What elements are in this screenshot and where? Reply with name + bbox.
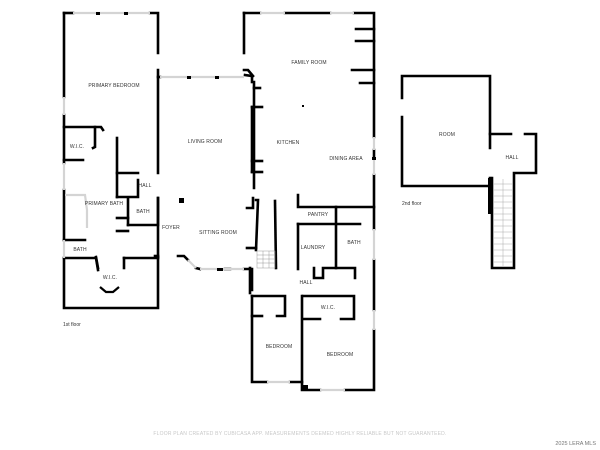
- room-label-hall-2: HALL: [299, 280, 313, 286]
- floor-label-2nd: 2nd floor: [402, 201, 422, 207]
- room-label-wic-3: W.I.C.: [320, 305, 336, 311]
- room-label-bath-2: BATH: [73, 247, 87, 253]
- first-floor-stairs: [256, 250, 276, 269]
- closet-shelf: [99, 286, 120, 294]
- copyright-notice: 2025 LERA MLS: [555, 441, 596, 447]
- room-label-living-room: LIVING ROOM: [187, 139, 223, 145]
- room-label-dining-area: DINING AREA: [329, 156, 363, 162]
- room-label-wic-primary: W.I.C.: [69, 144, 85, 150]
- first-floor-windows: [62, 11, 376, 392]
- room-label-bedroom-2: BEDROOM: [326, 352, 354, 358]
- room-label-laundry: LAUNDRY: [300, 245, 326, 251]
- room-label-family-room: FAMILY ROOM: [291, 60, 327, 66]
- room-label-room: ROOM: [439, 132, 455, 138]
- room-label-wic-2: W.I.C.: [102, 275, 118, 281]
- room-label-kitchen: KITCHEN: [276, 140, 300, 146]
- room-label-bath: BATH: [136, 209, 150, 215]
- first-floor-walls: [62, 11, 376, 392]
- room-label-hall: HALL: [138, 183, 152, 189]
- room-label-bath-3: BATH: [347, 240, 361, 246]
- room-label-bedroom-1: BEDROOM: [265, 344, 293, 350]
- disclaimer-footer: FLOOR PLAN CREATED BY CUBICASA APP. MEAS…: [153, 431, 447, 437]
- room-label-foyer: FOYER: [162, 225, 180, 231]
- second-floor-stairs: [493, 179, 513, 266]
- stair-rail: [488, 178, 491, 214]
- room-label-primary-bedroom: PRIMARY BEDROOM: [88, 83, 140, 89]
- room-label-pantry: PANTRY: [307, 212, 329, 218]
- window-mullions: [96, 12, 376, 391]
- room-label-primary-bath: PRIMARY BATH: [84, 201, 124, 207]
- room-label-hall-upper: HALL: [505, 155, 519, 161]
- floor-label-1st: 1st floor: [63, 322, 81, 328]
- room-label-sitting-room: SITTING ROOM: [199, 230, 237, 236]
- second-floor-walls: [400, 74, 538, 270]
